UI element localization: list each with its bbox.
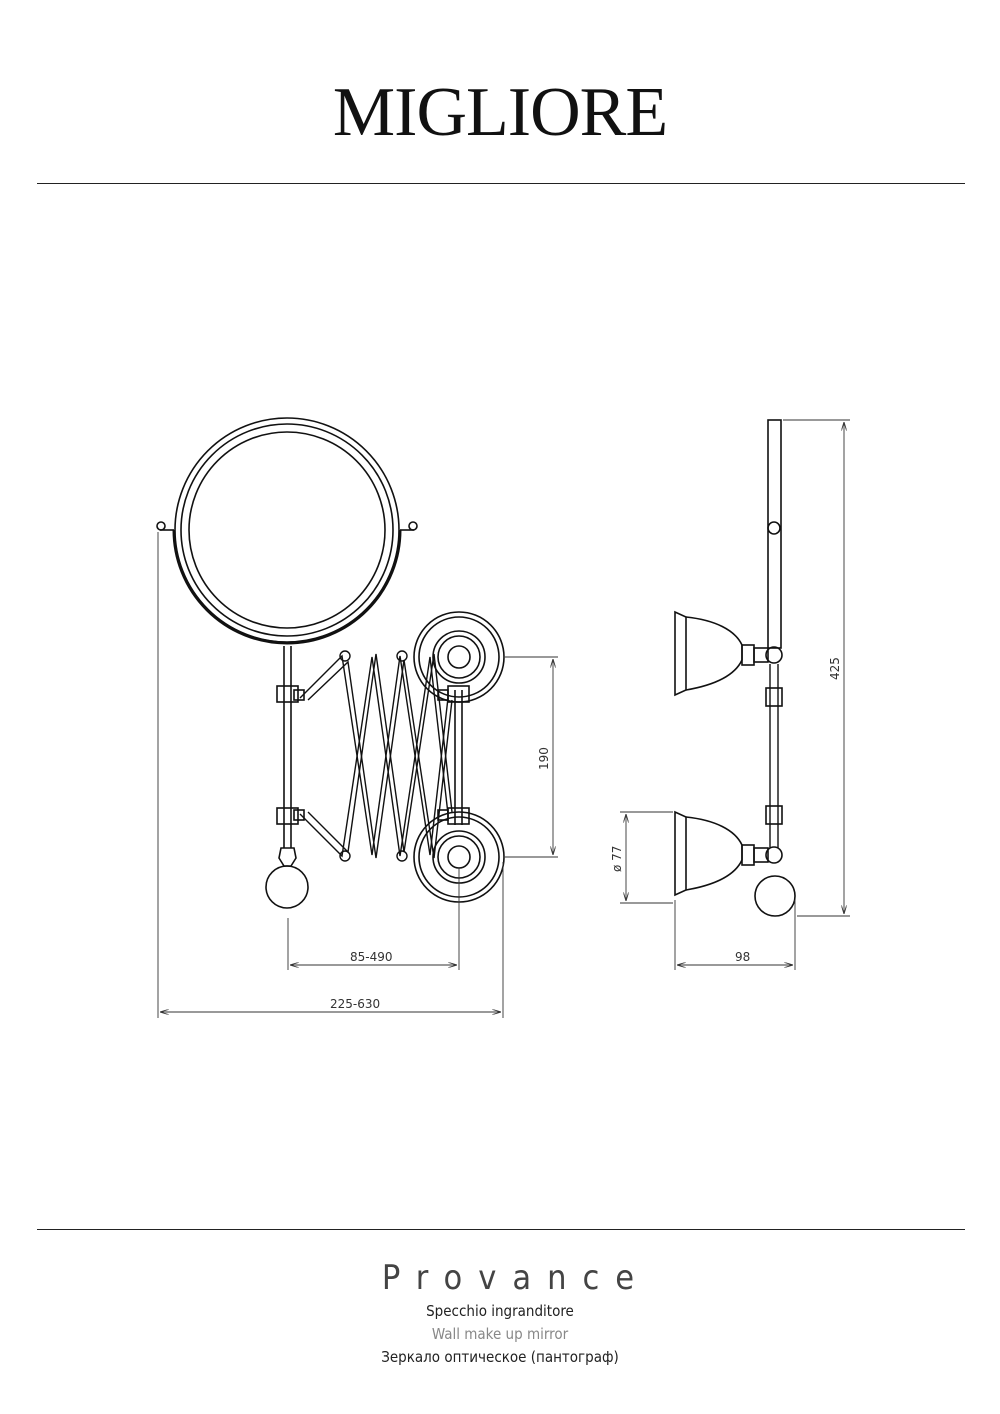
wall-rosette-upper <box>413 611 505 703</box>
mirror-stem <box>265 646 309 909</box>
product-name-it: Specchio ingranditore <box>426 1302 574 1320</box>
front-view <box>156 417 505 909</box>
product-name-en: Wall make up mirror <box>431 1325 569 1343</box>
product-name-ru: Зеркало оптическое (пантограф) <box>381 1348 619 1366</box>
side-bracket-lower <box>674 805 796 917</box>
scissor-arm <box>299 650 453 862</box>
side-view <box>674 419 796 917</box>
dim-mount-spacing: 190 <box>537 747 551 770</box>
footer-divider <box>37 1229 965 1230</box>
header-divider <box>37 183 965 184</box>
collection-name: Provance <box>381 1258 651 1298</box>
dim-depth: 98 <box>735 950 750 964</box>
dim-extension-range: 85-490 <box>350 950 393 964</box>
brand-logo: MIGLIORE <box>332 74 668 151</box>
mirror-side <box>767 419 782 649</box>
dim-height: 425 <box>828 657 842 680</box>
wall-bracket-front <box>437 685 470 825</box>
dim-rosette-diameter: ø 77 <box>610 846 624 872</box>
side-bracket-upper <box>674 610 783 707</box>
dim-width-range: 225-630 <box>330 997 380 1011</box>
mirror-front <box>156 417 418 645</box>
